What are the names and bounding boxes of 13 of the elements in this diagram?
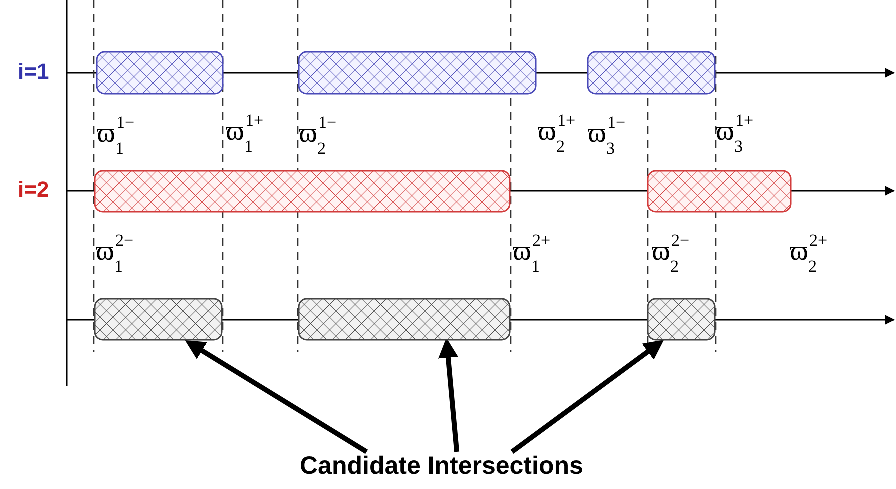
row-label: i=1 bbox=[18, 60, 50, 84]
interval-bar bbox=[94, 170, 511, 213]
caption-text: Candidate Intersections bbox=[300, 452, 584, 480]
interval-bar bbox=[298, 298, 511, 341]
interval-bar bbox=[647, 298, 716, 341]
arrow bbox=[510, 340, 664, 454]
arrow bbox=[185, 340, 368, 454]
row-label: i=2 bbox=[18, 178, 50, 202]
interval-bar bbox=[647, 170, 792, 213]
interval-bar bbox=[587, 51, 716, 95]
interval-bar bbox=[94, 298, 223, 341]
interval-bar bbox=[298, 51, 537, 95]
interval-bar bbox=[96, 51, 224, 95]
